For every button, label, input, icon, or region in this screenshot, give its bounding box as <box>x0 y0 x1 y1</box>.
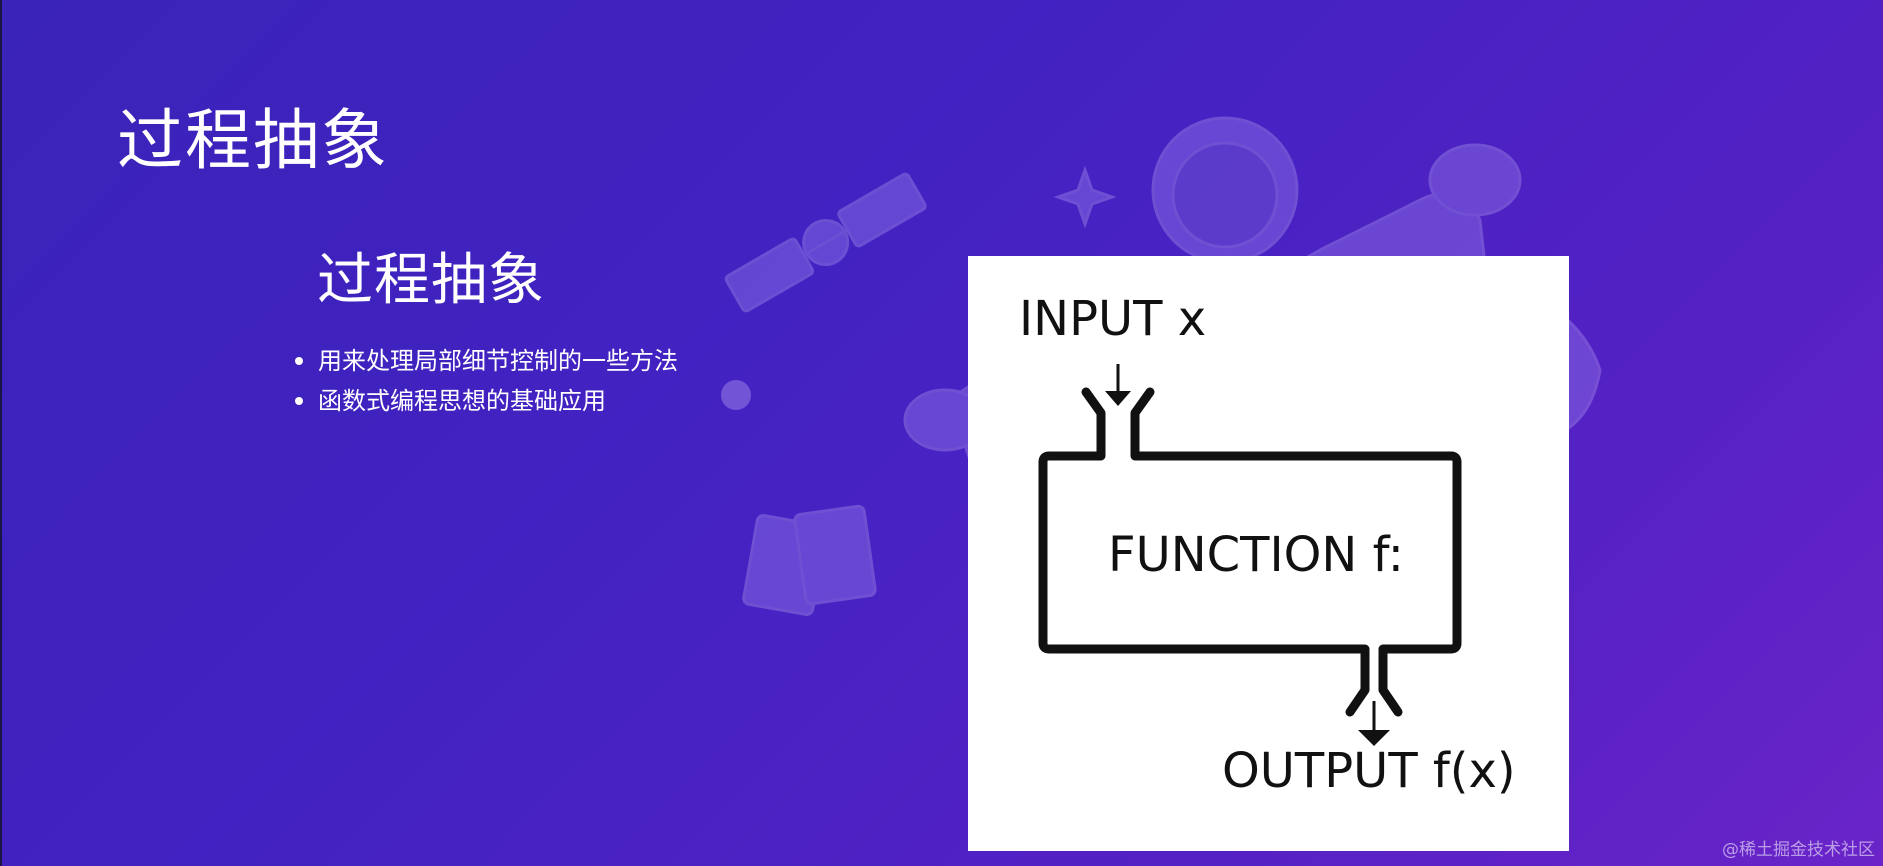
satellite-icon <box>724 172 927 313</box>
decorative-dot <box>721 380 751 410</box>
section-heading: 过程抽象 <box>317 248 545 313</box>
function-box <box>1038 387 1462 717</box>
watermark: @稀土掘金技术社区 <box>1722 840 1875 860</box>
output-label: OUTPUT f(x) <box>1222 743 1516 799</box>
star-icon <box>1053 165 1117 229</box>
bullet-dot-icon <box>295 357 303 365</box>
input-arrowhead <box>1105 391 1131 406</box>
function-label: FUNCTION f: <box>1108 527 1404 583</box>
bullet-list: 用来处理局部细节控制的一些方法 函数式编程思想的基础应用 <box>290 341 678 421</box>
slide-title: 过程抽象 <box>117 102 389 179</box>
bullet-text: 用来处理局部细节控制的一些方法 <box>318 347 678 375</box>
bullet-item: 函数式编程思想的基础应用 <box>290 381 678 421</box>
output-arrowhead <box>1358 730 1390 746</box>
bullet-dot-icon <box>295 397 303 405</box>
function-diagram: INPUT x FUNCTION f: OUTPUT f(x) <box>968 256 1569 851</box>
slide-edge <box>0 0 2 866</box>
bullet-item: 用来处理局部细节控制的一些方法 <box>290 341 678 381</box>
function-diagram-svg: INPUT x FUNCTION f: OUTPUT f(x) <box>1019 291 1516 799</box>
input-label: INPUT x <box>1019 291 1206 347</box>
bullet-text: 函数式编程思想的基础应用 <box>318 387 606 415</box>
